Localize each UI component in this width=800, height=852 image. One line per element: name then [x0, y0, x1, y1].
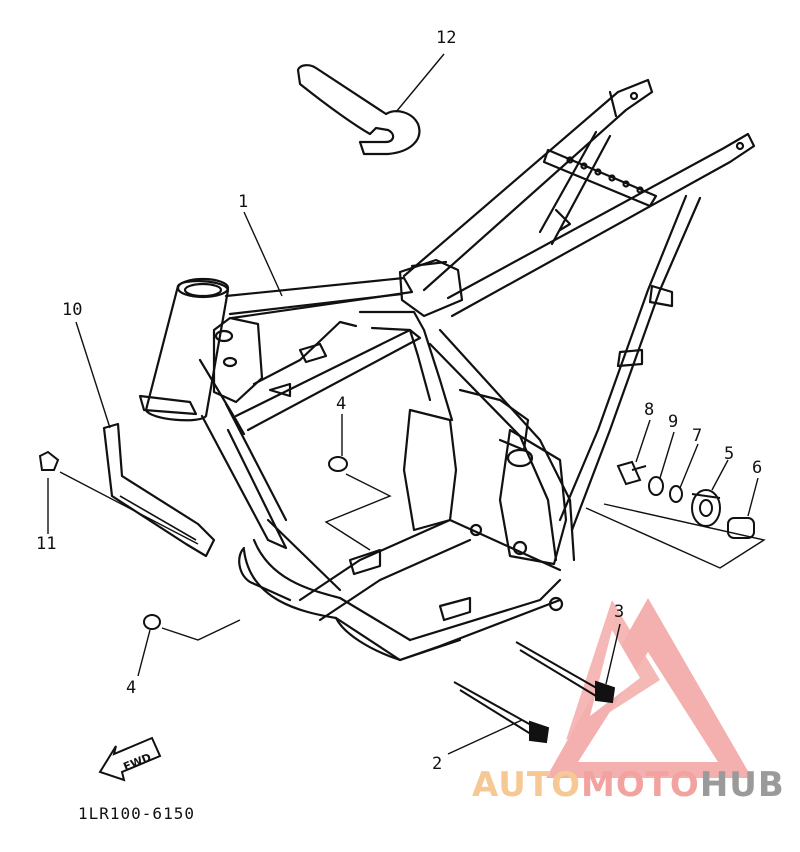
diagram-code: 1LR100-6150 [78, 804, 195, 823]
callout-3: 3 [614, 602, 625, 622]
watermark-logo-icon [546, 598, 752, 778]
watermark-part-3: HUB [699, 765, 785, 805]
bolts [453, 641, 616, 744]
leader-lines [47, 53, 766, 755]
callout-11: 11 [36, 534, 57, 554]
frame-outline [138, 78, 756, 662]
stand-10 [102, 422, 216, 558]
callout-7: 7 [692, 426, 703, 446]
callout-12: 12 [436, 28, 457, 48]
callout-4-lower: 4 [126, 678, 137, 698]
callout-2: 2 [432, 754, 443, 774]
forward-arrow-icon: FWD [98, 736, 162, 782]
callout-9: 9 [668, 412, 679, 432]
callout-6: 6 [752, 458, 763, 478]
callout-8: 8 [644, 400, 655, 420]
callout-1: 1 [238, 192, 249, 212]
spacer-parts [616, 460, 755, 539]
watermark-part-1: AUTO [472, 765, 581, 805]
callout-5: 5 [724, 444, 735, 464]
callout-10: 10 [62, 300, 83, 320]
bracket-12 [296, 64, 421, 156]
watermark-part-2: MOTO [580, 765, 700, 805]
nuts [38, 450, 348, 630]
callout-4-upper: 4 [336, 394, 347, 414]
watermark-text: AUTOMOTOHUB [472, 768, 785, 802]
